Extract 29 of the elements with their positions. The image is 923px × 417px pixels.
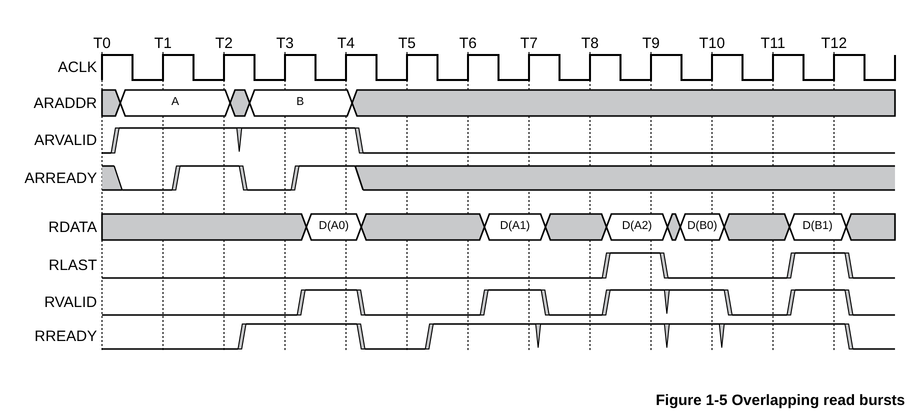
time-label: T10	[699, 36, 725, 51]
figure-caption: Figure 1-5 Overlapping read bursts	[656, 393, 905, 408]
bus-value: D(B0)	[687, 221, 718, 232]
bus-value: D(B1)	[802, 221, 833, 232]
signal-name: RDATA	[48, 220, 97, 234]
signal-name: RLAST	[48, 258, 97, 273]
time-label: T9	[642, 36, 660, 51]
time-label: T11	[760, 36, 786, 51]
signal-name: RREADY	[34, 329, 97, 344]
signal-name: ARADDR	[34, 96, 97, 110]
time-label: T6	[459, 36, 477, 51]
bus-value: A	[171, 97, 180, 108]
signal-name: RVALID	[44, 295, 97, 310]
time-label: T0	[93, 36, 111, 51]
bus-value: B	[296, 97, 304, 108]
bus-value: D(A0)	[318, 221, 349, 232]
time-label: T3	[276, 36, 294, 51]
signal-name: ARREADY	[24, 170, 97, 186]
time-label: T2	[215, 36, 233, 51]
time-label: T1	[154, 36, 172, 51]
time-label: T7	[520, 36, 538, 51]
signal-name: ARVALID	[34, 133, 97, 148]
time-label: T12	[821, 36, 847, 51]
bus-value: D(A2)	[622, 221, 652, 232]
time-label: T5	[398, 36, 416, 51]
time-label: T8	[581, 36, 599, 51]
time-label: T4	[337, 36, 355, 51]
bus-value: D(A1)	[500, 221, 530, 232]
signal-name: ACLK	[58, 60, 97, 75]
